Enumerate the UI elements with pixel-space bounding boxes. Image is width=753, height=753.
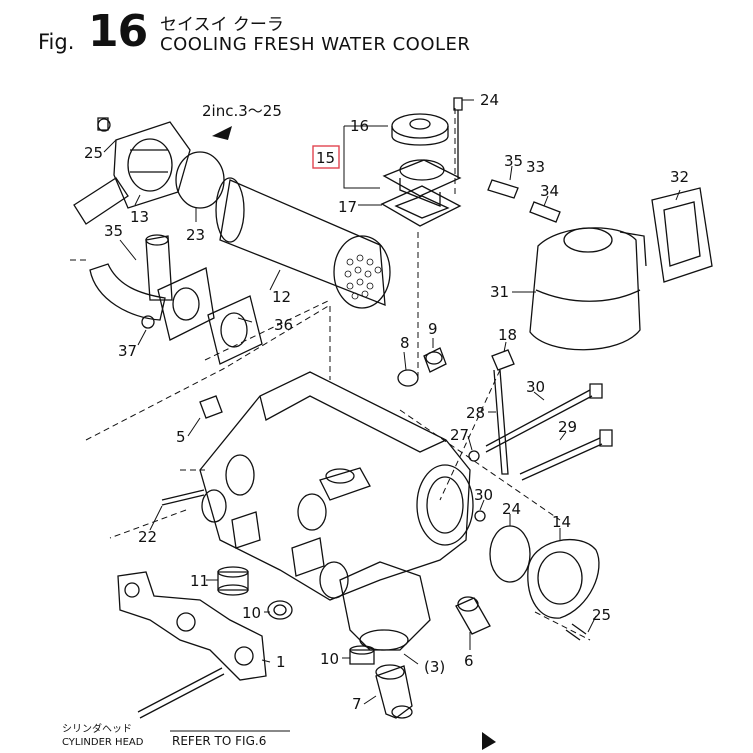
part-14-cover: [527, 538, 600, 619]
cylinder-head-stud: [137, 667, 225, 719]
part-24-bolt: [453, 97, 463, 178]
callout-11: 11: [190, 572, 209, 590]
callout-10: 10: [242, 604, 261, 622]
part-35-nipple: [487, 179, 519, 199]
callout-23b: 24: [502, 500, 521, 518]
dashed-leaders: [70, 108, 591, 641]
part-25-bolt-lower: [565, 623, 587, 641]
callout-18: 18: [498, 326, 517, 344]
callout-36: 36: [274, 316, 293, 334]
part-10-plug-upper: [267, 600, 293, 620]
refer-note: REFER TO FIG.6: [172, 734, 266, 748]
callout-26: 27: [450, 426, 469, 444]
callout-13: 13: [130, 208, 149, 226]
callout-27: 28: [466, 404, 485, 422]
callout-25b: 25: [592, 606, 611, 624]
part-35-flange: [157, 267, 215, 341]
part-37-plug: [141, 315, 155, 329]
callout-5: 5: [176, 428, 186, 446]
part-26-washer: [468, 450, 480, 462]
callout-7: 7: [352, 695, 362, 713]
part-11-plug: [217, 566, 249, 596]
part-9-plug: [423, 347, 447, 373]
callout-37: 37: [118, 342, 137, 360]
part-8-washer: [397, 369, 419, 387]
callout-14: 14: [552, 513, 571, 531]
arrow-refer-icon: [482, 732, 496, 750]
note-inc: 2inc.3～25: [202, 102, 282, 120]
callout-22: 22: [138, 528, 157, 546]
callout-16: 16: [350, 117, 369, 135]
main-housing-body: [199, 371, 474, 601]
arrow-inc-icon: [212, 126, 232, 140]
callout-3: (3): [424, 658, 445, 676]
part-17-gasket: [380, 185, 462, 227]
cylinder-head-jp: シリンダヘッド: [62, 722, 132, 735]
callout-33: 33: [526, 158, 545, 176]
part-30-nut: [474, 510, 486, 522]
callout-24: 24: [480, 91, 499, 109]
fig-prefix: Fig.: [38, 30, 75, 54]
callout-10b: 10: [320, 650, 339, 668]
callout-15: 15: [316, 149, 335, 167]
fig-number: 16: [88, 6, 148, 57]
part-1-gasket: [117, 571, 267, 681]
callout-29: 30: [526, 378, 545, 396]
part-16-cap: [391, 113, 449, 146]
part-23-o-ring-top: [175, 151, 225, 209]
part-6-drain-cock: [455, 596, 491, 635]
callout-35: 35: [104, 222, 123, 240]
part-28-bolt: [519, 437, 603, 481]
callout-17: 17: [338, 198, 357, 216]
highlight-box-part-15: [312, 145, 340, 169]
part-12-cooler-core: [215, 177, 391, 309]
part-10-plug-lower: [349, 645, 375, 665]
title-japanese: セイスイ クーラ: [160, 15, 284, 35]
part-23-o-ring-lower: [489, 525, 531, 583]
callout-35b: 35: [504, 152, 523, 170]
part-3-outlet-elbow: [339, 561, 431, 651]
part-29-bolt: [485, 389, 593, 453]
callout-25: 25: [84, 144, 103, 162]
part-34-fitting: [529, 201, 561, 223]
part-32-bracket: [651, 187, 713, 283]
callout-8: 8: [400, 334, 410, 352]
part-22-stud: [161, 489, 205, 506]
callout-32: 32: [670, 168, 689, 186]
callout-6: 6: [464, 652, 474, 670]
callout-12: 12: [272, 288, 291, 306]
callout-30: 30: [474, 486, 493, 504]
callout-34: 34: [540, 182, 559, 200]
callout-23: 23: [186, 226, 205, 244]
callout-9: 9: [428, 320, 438, 338]
part-18-27-rod: [491, 349, 515, 475]
callout-28: 29: [558, 418, 577, 436]
part-35-bent-pipe: [89, 234, 173, 321]
part-7-elbow: [375, 664, 413, 719]
part-36-gasket: [207, 295, 263, 365]
callout-1: 1: [276, 653, 286, 671]
title-english: COOLING FRESH WATER COOLER: [160, 34, 471, 55]
part-5-plug: [199, 395, 223, 419]
part-15-flange: [382, 159, 462, 207]
part-31-tank: [529, 227, 647, 351]
callout-31: 31: [490, 283, 509, 301]
part-25-bolt-top: [97, 117, 109, 131]
cylinder-head-en: CYLINDER HEAD: [62, 737, 144, 748]
